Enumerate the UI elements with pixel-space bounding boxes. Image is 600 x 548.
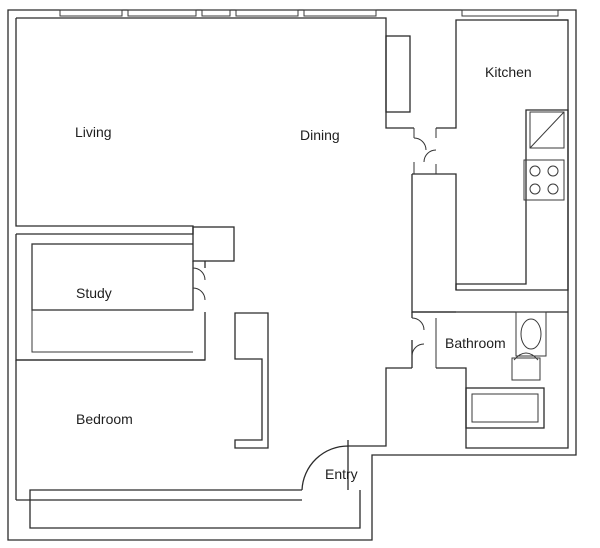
bedroom-closet xyxy=(234,312,269,449)
kitchen-wall xyxy=(411,173,457,313)
study-closet xyxy=(192,226,235,262)
sink-basin-icon xyxy=(520,318,542,350)
room-label-bathroom: Bathroom xyxy=(445,335,506,351)
stove xyxy=(523,159,565,201)
burner-icon xyxy=(547,183,559,195)
room-label-kitchen: Kitchen xyxy=(485,64,532,80)
exterior-wall xyxy=(7,9,577,541)
room-label-dining: Dining xyxy=(300,127,340,143)
bedroom-wall xyxy=(15,359,302,501)
kitchen-counter xyxy=(455,19,569,291)
living-study-partition xyxy=(15,18,194,235)
bathtub xyxy=(465,387,545,429)
burner-icon xyxy=(529,165,541,177)
burner-icon xyxy=(547,165,559,177)
room-label-living: Living xyxy=(75,124,112,140)
living-dining-wall xyxy=(16,17,569,529)
window-strips xyxy=(59,9,559,17)
door-swings xyxy=(192,128,437,368)
toilet-icon xyxy=(511,352,541,381)
entry-wall xyxy=(301,445,349,491)
bathroom-sink xyxy=(515,311,547,357)
burner-icon xyxy=(529,183,541,195)
pantry xyxy=(385,35,411,113)
kitchen-sink xyxy=(529,111,565,149)
room-label-bedroom: Bedroom xyxy=(76,411,133,427)
room-label-study: Study xyxy=(76,285,112,301)
room-label-entry: Entry xyxy=(325,466,358,482)
